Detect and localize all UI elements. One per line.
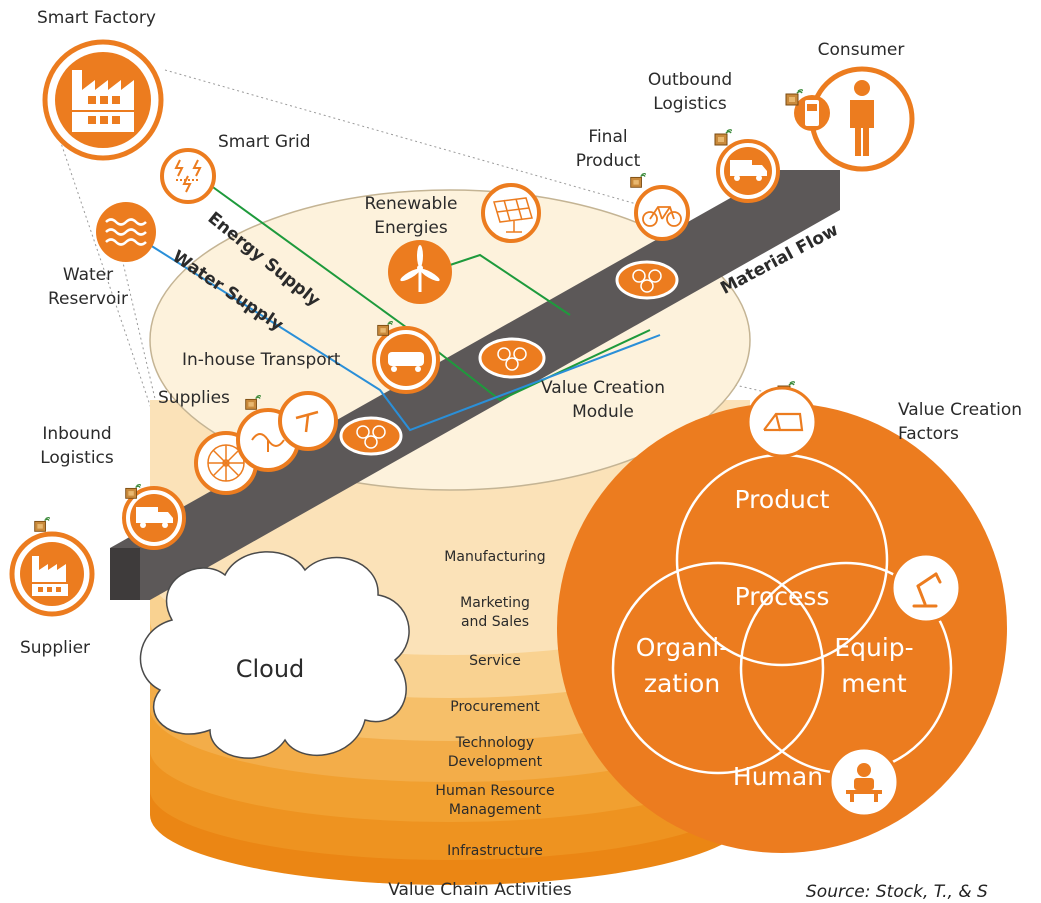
supplies-nodes: [194, 391, 338, 495]
smart-factory-node: [42, 39, 164, 161]
consumer-node: [794, 66, 915, 172]
solar-panel-node: [481, 183, 541, 243]
water-reservoir-node: [96, 202, 156, 262]
final-product-label: Final Product: [575, 127, 641, 171]
wheel-icon: [207, 444, 245, 482]
in-house-transport-node: [372, 326, 440, 394]
in-house-transport-label: In-house Transport: [182, 350, 341, 370]
water-supply-lines: [149, 244, 661, 432]
robot-arm-icon: [912, 572, 942, 608]
smart-grid-node: [160, 148, 216, 204]
supplier-node: [9, 531, 95, 617]
module-icon: [478, 337, 546, 379]
module-icon: [339, 416, 403, 456]
truck-icon: [730, 160, 767, 181]
factor-human: Human: [732, 762, 824, 791]
truck-icon: [136, 507, 173, 528]
layer-label-service: Service: [469, 653, 521, 669]
value-creation-factors-label: Value Creation Factors: [898, 400, 1023, 444]
value-creation-modules: [339, 260, 679, 456]
outbound-logistics-node: [716, 139, 780, 203]
value-chain-activities-label: Value Chain Activities: [388, 880, 572, 900]
person-icon: [850, 80, 874, 156]
water-reservoir-label: Water Reservoir: [48, 265, 128, 309]
solar-panel-icon: [493, 197, 533, 233]
factor-process: Process: [734, 582, 830, 611]
factory-icon: [32, 556, 68, 596]
lightning-grid-icon: [174, 159, 202, 193]
inbound-logistics-label: Inbound Logistics: [40, 424, 114, 468]
mobile-phone-icon: [805, 100, 819, 126]
transport-vehicle-icon: [388, 352, 424, 372]
layer-label-technology: Technology Development: [447, 735, 543, 770]
rfid-tag-icon: [714, 128, 732, 146]
factory-icon: [72, 70, 134, 132]
cloud-icon: [139, 551, 410, 759]
layer-label-manufacturing: Manufacturing: [444, 549, 546, 565]
bike-frame-icon: [763, 412, 804, 432]
supplier-label: Supplier: [19, 638, 91, 658]
inbound-logistics-node: [122, 486, 186, 550]
layer-label-procurement: Procurement: [450, 699, 540, 715]
cloud-label: Cloud: [235, 655, 305, 683]
renewable-energies-label: Renewable Energies: [364, 194, 458, 238]
bicycle-icon: [642, 206, 682, 227]
energy-supply-lines: [209, 184, 651, 402]
layer-label-marketing: Marketing and Sales: [460, 595, 530, 630]
factor-product: Product: [734, 485, 830, 514]
module-icon: [615, 260, 679, 300]
consumer-label: Consumer: [817, 40, 905, 60]
handlebar-icon: [251, 433, 285, 452]
wind-turbine-node: [388, 240, 452, 304]
layer-label-hr: Human Resource Management: [435, 783, 555, 818]
layer-label-infrastructure: Infrastructure: [447, 843, 543, 859]
source-citation: Source: Stock, T., & S: [806, 882, 988, 902]
rfid-tag-icon: [630, 172, 646, 188]
water-waves-icon: [105, 218, 147, 246]
worker-icon: [846, 763, 882, 802]
value-creation-module-label: Value Creation Module: [540, 378, 665, 422]
factor-organization: Organi- zation: [635, 633, 729, 698]
supplies-label: Supplies: [158, 388, 230, 408]
smart-grid-label: Smart Grid: [218, 132, 311, 152]
smart-factory-label: Smart Factory: [37, 8, 156, 28]
outbound-logistics-label: Outbound Logistics: [647, 70, 733, 114]
factor-equipment: Equip- ment: [834, 633, 914, 698]
value-creation-factors: [557, 386, 1007, 853]
wind-turbine-icon: [400, 245, 440, 292]
organization-circle: [611, 561, 825, 775]
final-product-node: [634, 185, 690, 241]
rfid-tag-icon: [34, 516, 50, 532]
